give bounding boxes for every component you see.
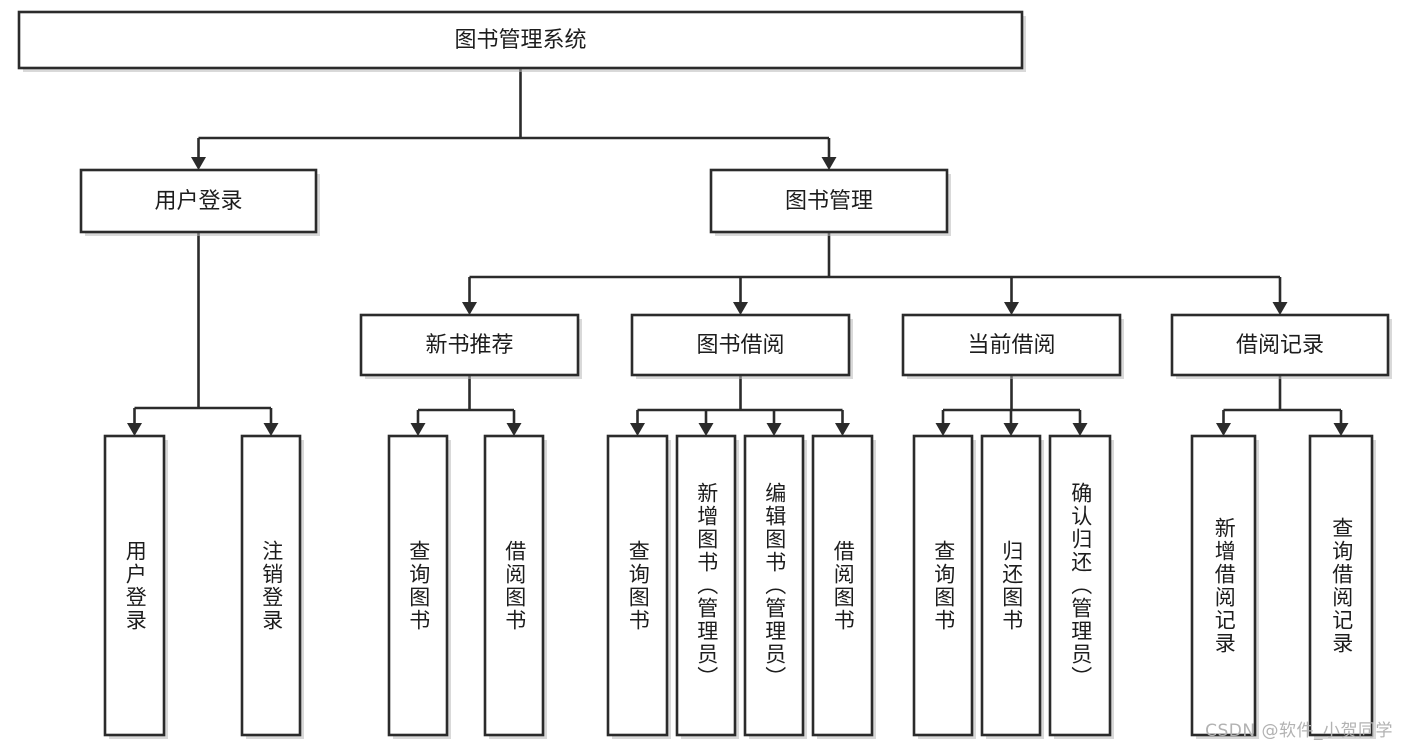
node-level3-1[interactable] (630, 313, 851, 377)
node-leaf-0[interactable] (103, 434, 166, 737)
edge-root-branch-0-head (191, 157, 206, 170)
node-level3-3[interactable] (1170, 313, 1390, 377)
edge-cat-2-branch-0-head (935, 423, 951, 436)
node-level2-1-label: 图书管理 (785, 189, 873, 214)
edge-cat-3-branch-1-head (1333, 423, 1349, 436)
edge-cat-1-branch-0-head (630, 423, 645, 436)
node-leaf-11[interactable] (1190, 434, 1257, 737)
node-level2-1[interactable] (709, 168, 949, 234)
node-level3-2-label: 当前借阅 (967, 333, 1055, 358)
node-leaf-7[interactable] (811, 434, 874, 737)
node-level2-0-label: 用户登录 (154, 189, 242, 214)
edge-cat-2-branch-2-head (1072, 423, 1088, 436)
node-leaf-10[interactable] (1048, 434, 1112, 737)
node-leaf-9[interactable] (980, 434, 1042, 737)
edge-cat-1-branch-1-head (698, 423, 714, 436)
edge-cat-2-branch-1-head (1003, 423, 1019, 436)
edge-book-mgmt-branch-2-head (1004, 302, 1019, 315)
node-level3-1-label: 图书借阅 (696, 333, 784, 358)
csdn-watermark: CSDN @软件_小贺同学 (1205, 721, 1393, 741)
node-leaf-5[interactable] (675, 434, 737, 737)
edge-layer (127, 68, 1349, 436)
node-leaf-12[interactable] (1308, 434, 1374, 737)
edge-root-branch-1-head (821, 157, 837, 170)
edge-cat-0-branch-0-head (410, 423, 426, 436)
edge-cat-1-branch-3-head (835, 423, 850, 436)
node-leaf-8[interactable] (912, 434, 974, 737)
edge-cat-3-branch-0-head (1216, 423, 1231, 436)
node-root-book-management-system-label: 图书管理系统 (454, 28, 586, 53)
edge-book-mgmt-branch-1-head (733, 302, 748, 315)
node-leaf-4[interactable] (606, 434, 669, 737)
node-level3-2[interactable] (901, 313, 1122, 377)
node-leaf-3[interactable] (483, 434, 545, 737)
edge-cat-0-branch-1-head (506, 423, 522, 436)
edge-user-login-branch-0-head (127, 423, 142, 436)
edge-cat-1-branch-2-head (766, 423, 782, 436)
edge-book-mgmt-branch-0-head (462, 302, 477, 315)
node-leaf-6[interactable] (743, 434, 805, 737)
edge-user-login-branch-1-head (263, 423, 279, 436)
node-root-book-management-system[interactable] (17, 10, 1024, 70)
node-leaf-1[interactable] (240, 434, 302, 737)
node-level3-0-label: 新书推荐 (425, 333, 513, 358)
node-level3-0[interactable] (359, 313, 580, 377)
node-level2-0[interactable] (79, 168, 318, 234)
node-leaf-2[interactable] (387, 434, 449, 737)
node-level3-3-label: 借阅记录 (1236, 333, 1324, 358)
edge-book-mgmt-branch-3-head (1272, 302, 1288, 315)
